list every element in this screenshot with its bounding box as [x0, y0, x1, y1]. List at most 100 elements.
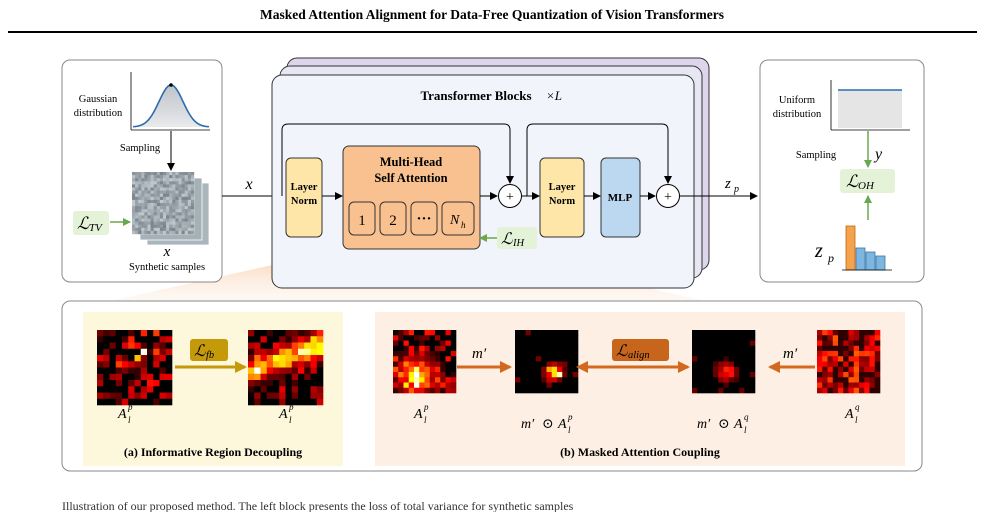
heatmap-cell [562, 372, 568, 378]
heatmap-cell [266, 398, 274, 406]
heatmap-cell [723, 366, 730, 373]
noise-pixel [190, 172, 195, 176]
heatmap-cell [734, 351, 740, 357]
noise-pixel [190, 184, 195, 188]
noise-pixel [184, 178, 188, 182]
heatmap-cell [440, 330, 446, 336]
noise-pixel [132, 221, 136, 225]
heatmap-cell [310, 336, 318, 343]
heatmap-cell [749, 345, 756, 352]
noise-pixel [156, 175, 161, 179]
heatmap-cell [440, 382, 446, 389]
heatmap-cell [310, 367, 318, 375]
heatmap-cell [525, 382, 532, 389]
noise-pixel [175, 196, 179, 201]
noise-pixel [187, 212, 192, 216]
panel-b-label-4-sup: q [855, 402, 860, 412]
noise-pixel [184, 212, 188, 216]
noise-pixel [159, 218, 164, 222]
noise-pixel [156, 215, 161, 219]
noise-pixel [190, 206, 195, 210]
heatmap-cell [723, 356, 730, 362]
noise-pixel [172, 206, 176, 210]
noise-pixel [178, 215, 182, 219]
heatmap-cell [414, 366, 420, 373]
heatmap-cell [429, 361, 436, 368]
noise-pixel [184, 227, 188, 232]
heatmap-cell [843, 372, 849, 378]
noise-pixel [147, 218, 151, 222]
heatmap-cell [697, 372, 703, 378]
heatmap-cell [254, 373, 261, 381]
heatmap-cell [859, 335, 865, 341]
noise-pixel [138, 215, 142, 219]
noise-pixel [153, 206, 157, 210]
heatmap-cell [848, 377, 855, 383]
noise-pixel [135, 230, 139, 235]
heatmap-cell [147, 386, 154, 393]
noise-pixel [163, 178, 167, 182]
heatmap-cell [429, 387, 436, 394]
noise-pixel [150, 172, 154, 176]
heatmap-cell [567, 335, 574, 341]
heatmap-cell [298, 361, 305, 368]
heatmap-cell [859, 330, 865, 336]
noise-pixel [166, 221, 170, 225]
heatmap-cell [147, 348, 154, 356]
noise-pixel [184, 181, 188, 185]
noise-pixel [172, 184, 176, 188]
noise-pixel [135, 172, 139, 176]
noise-pixel [181, 212, 185, 216]
noise-pixel [172, 178, 176, 182]
noise-pixel [135, 221, 139, 225]
noise-pixel [144, 203, 148, 207]
noise-pixel [156, 187, 161, 191]
heatmap-cell [734, 387, 740, 394]
panel-b-background [375, 312, 905, 466]
heatmap-cell [316, 336, 324, 343]
noise-pixel [153, 196, 157, 201]
heatmap-cell [115, 367, 123, 375]
heatmap-cell [134, 330, 142, 337]
heatmap-cell [248, 373, 255, 381]
heatmap-cell [697, 356, 703, 362]
heatmap-cell [128, 392, 135, 400]
heatmap-cell [140, 361, 148, 368]
noise-pixel [172, 224, 176, 228]
heatmap-cell [419, 372, 425, 378]
figure-caption-fragment: Illustration of our proposed method. The… [62, 499, 574, 512]
heatmap-cell [749, 361, 756, 368]
heatmap-cell [843, 340, 849, 347]
heatmap-cell [450, 361, 457, 368]
heatmap-cell [134, 373, 142, 381]
heatmap-cell [749, 387, 756, 394]
heatmap-cell [536, 340, 542, 347]
heatmap-cell [393, 387, 399, 394]
panel-b-label-2-odot: ⊙ [542, 417, 554, 432]
heatmap-cell [266, 380, 274, 387]
heatmap-cell [520, 382, 526, 389]
heatmap-cell [728, 340, 735, 347]
noise-pixel [141, 178, 145, 182]
heatmap-cell [440, 372, 446, 378]
noise-pixel [175, 193, 179, 197]
heatmap-cell [832, 335, 839, 341]
heatmap-cell [424, 382, 431, 389]
noise-pixel [132, 230, 136, 235]
heatmap-cell [128, 336, 135, 343]
noise-pixel [141, 190, 145, 194]
heatmap-cell [817, 356, 823, 362]
heatmap-cell [864, 351, 870, 357]
heatmap-cell [310, 373, 318, 381]
heatmap-cell [298, 355, 305, 362]
heatmap-cell [254, 342, 261, 350]
heatmap-cell [838, 382, 844, 389]
noise-pixel [184, 224, 188, 228]
heatmap-cell [562, 387, 568, 394]
noise-pixel [163, 206, 167, 210]
heatmap-cell [260, 373, 268, 381]
heatmap-cell [445, 382, 452, 389]
noise-pixel [159, 196, 164, 201]
heatmap-cell [393, 330, 399, 336]
noise-pixel [163, 172, 167, 176]
